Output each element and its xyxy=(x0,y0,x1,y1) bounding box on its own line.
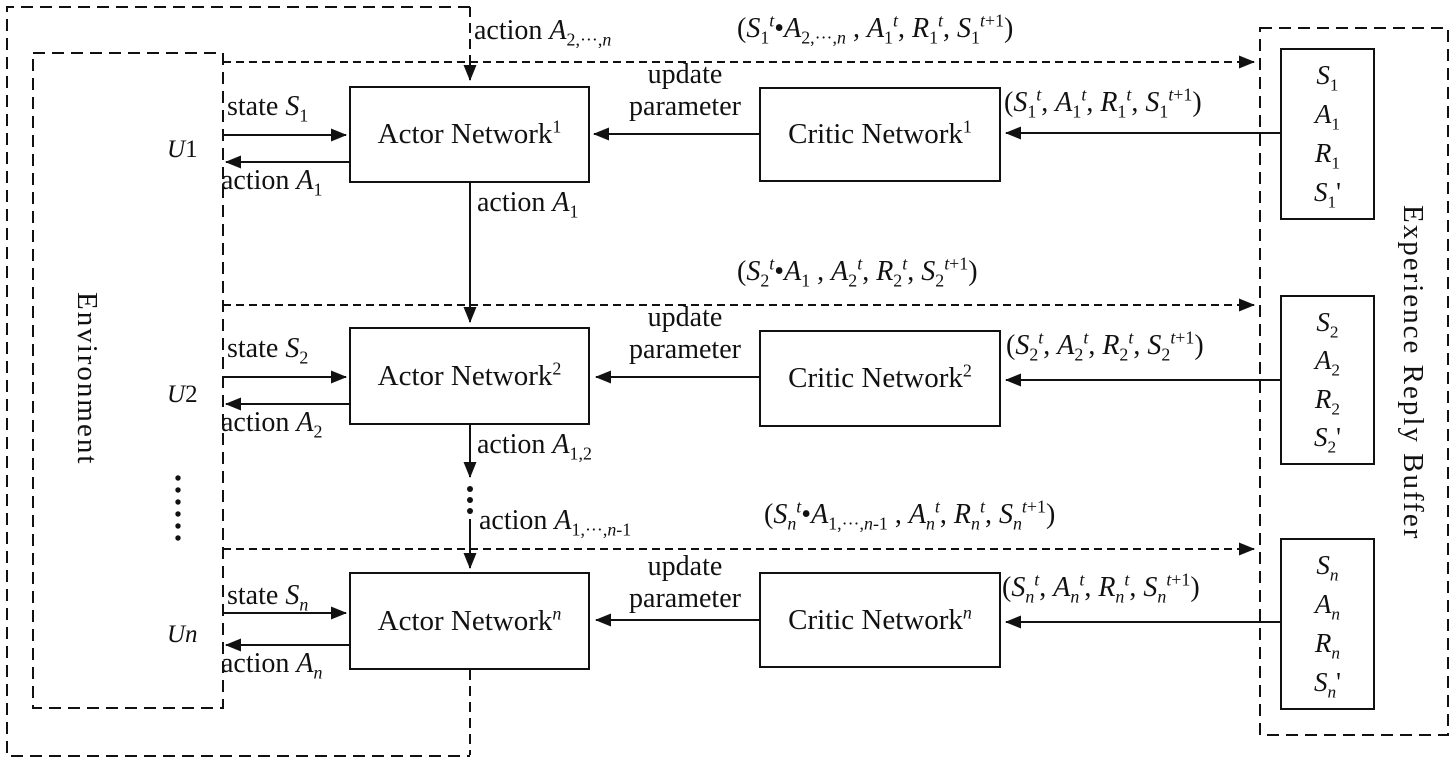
sample-tuple-1: (S1t, A1t, R1t, S1t+1) xyxy=(1004,84,1202,122)
action-label-1: action A1 xyxy=(221,165,323,200)
critic-network-n-box: Critic Networkn xyxy=(759,572,1001,668)
buffer-item: R1 xyxy=(1314,138,1341,173)
chain-label-actor2-out: action A1,2 xyxy=(477,429,592,464)
state-label-2: state S2 xyxy=(227,333,309,368)
chain-label-actor1-to-actor2: action A1 xyxy=(477,187,579,222)
store-tuple-n: (Snt•A1,···,n-1 , Ant, Rnt, Snt+1) xyxy=(764,496,1056,534)
chain-label-into-actor1: action A2,···,n xyxy=(474,15,612,50)
buffer-item: A1 xyxy=(1314,99,1341,134)
agents-ellipsis-dot xyxy=(175,487,181,493)
action-label-2: action A2 xyxy=(221,407,323,442)
critic-network-2-box: Critic Network2 xyxy=(759,330,1001,427)
state-label-1: state S1 xyxy=(227,91,309,126)
agent-label-n: Un xyxy=(167,621,198,648)
buffer-item: S2' xyxy=(1313,422,1341,457)
chain-ellipsis-dot xyxy=(467,486,473,492)
buffer-sample-box-1: S1 A1 R1 S1' xyxy=(1280,48,1375,220)
store-tuple-2: (S2t•A1 , A2t, R2t, S2t+1) xyxy=(737,253,978,291)
store-tuple-1: (S1t•A2,···,n , A1t, R1t, S1t+1) xyxy=(737,10,1014,48)
agent-label-1: U1 xyxy=(167,136,198,163)
sample-tuple-n: (Snt, Ant, Rnt, Snt+1) xyxy=(1002,569,1200,607)
agent-label-2: U2 xyxy=(167,381,198,408)
actor-network-1-box: Actor Network1 xyxy=(349,86,590,183)
buffer-item: S1 xyxy=(1316,60,1339,95)
critic-network-2-label: Critic Network2 xyxy=(788,360,972,394)
sample-tuple-2: (S2t, A2t, R2t, S2t+1) xyxy=(1006,327,1204,365)
buffer-sample-box-2: S2 A2 R2 S2' xyxy=(1280,295,1375,465)
environment-label: Environment xyxy=(71,292,103,466)
buffer-item: S2 xyxy=(1316,306,1339,342)
buffer-item: S1' xyxy=(1313,177,1341,212)
actor-network-n-label: Actor Networkn xyxy=(377,602,562,637)
update-parameter-label-2: update parameter xyxy=(629,302,741,366)
state-label-n: state Sn xyxy=(227,580,309,615)
agents-ellipsis-dot xyxy=(175,511,181,517)
buffer-item: A2 xyxy=(1314,345,1341,380)
buffer-item: R2 xyxy=(1314,383,1341,419)
agents-ellipsis-dot xyxy=(175,523,181,529)
critic-network-1-box: Critic Network1 xyxy=(759,87,1001,182)
update-parameter-label-n: update parameter xyxy=(629,551,741,615)
actor-network-2-box: Actor Network2 xyxy=(349,327,590,425)
actor-network-2-label: Actor Network2 xyxy=(377,357,562,392)
chain-ellipsis-dot xyxy=(467,497,473,503)
buffer-item: Sn' xyxy=(1313,667,1341,702)
actor-network-1-label: Actor Network1 xyxy=(377,116,562,150)
buffer-item: Sn xyxy=(1316,550,1339,585)
experience-reply-buffer-label: Experience Reply Buffer xyxy=(1397,205,1429,541)
buffer-item: An xyxy=(1314,589,1341,624)
update-parameter-label-1: update parameter xyxy=(629,59,741,123)
chain-ellipsis-dot xyxy=(467,508,473,514)
agents-ellipsis-dot xyxy=(175,499,181,505)
actor-network-n-box: Actor Networkn xyxy=(349,572,590,670)
critic-network-1-label: Critic Network1 xyxy=(788,116,972,150)
action-label-n: action An xyxy=(221,648,323,683)
critic-network-n-label: Critic Networkn xyxy=(788,601,972,636)
agents-ellipsis-dot xyxy=(175,535,181,541)
chain-label-into-actor-n: action A1,···,n-1 xyxy=(479,505,632,540)
agents-ellipsis-dot xyxy=(175,475,181,481)
buffer-sample-box-n: Sn An Rn Sn' xyxy=(1280,538,1375,710)
buffer-item: Rn xyxy=(1314,628,1341,663)
